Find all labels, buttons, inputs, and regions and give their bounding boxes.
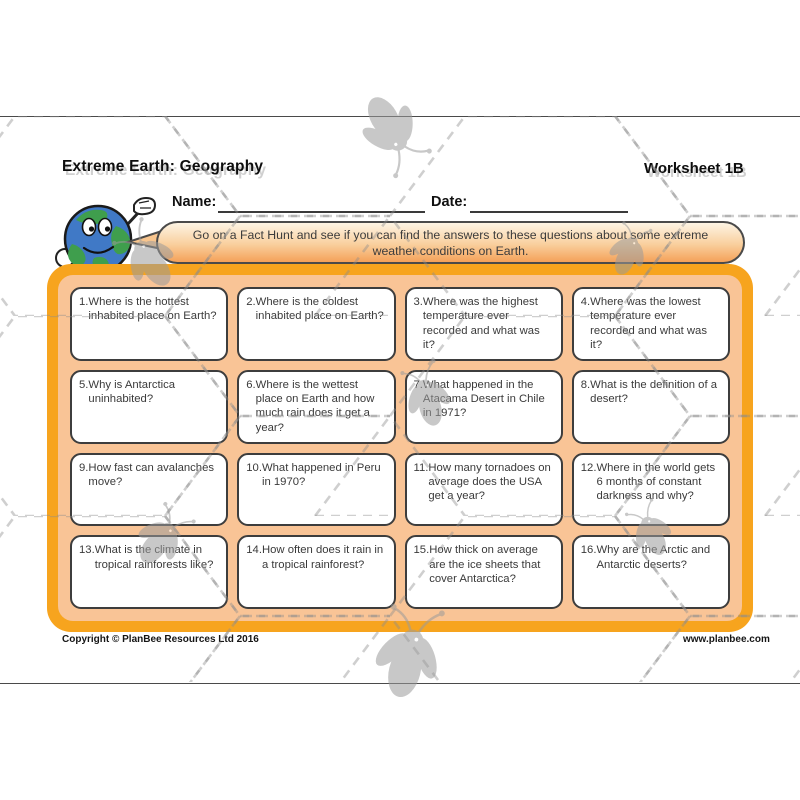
question-number: 9. xyxy=(79,461,89,474)
question-number: 13. xyxy=(79,544,95,557)
question-card-13: 13.What is the climate in tropical rainf… xyxy=(70,535,229,609)
question-text: Where was the lowest temperature ever re… xyxy=(590,296,707,352)
question-card-5: 5.Why is Antarctica uninhabited? xyxy=(70,369,229,444)
question-text: What happened in Peru in 1970? xyxy=(261,461,381,488)
question-text: Where was the highest temperature ever r… xyxy=(422,296,540,352)
question-text: What happened in the Atacama Desert in C… xyxy=(422,378,545,420)
speech-bubble: Go on a Fact Hunt and see if you can fin… xyxy=(156,221,745,264)
question-board: 1.Where is the hottest inhabited place o… xyxy=(47,264,753,632)
question-text: Why is Antarctica uninhabited? xyxy=(88,378,176,406)
question-number: 15. xyxy=(413,544,430,557)
question-text: Where is the hottest inhabited place on … xyxy=(88,296,217,323)
question-card-4: 4.Where was the lowest temperature ever … xyxy=(571,287,730,361)
question-card-9: 9.How fast can avalanches move? xyxy=(70,452,229,527)
worksheet-number-label: Worksheet 1B xyxy=(644,160,744,177)
question-text: How many tornadoes on average does the U… xyxy=(428,461,551,503)
question-text: Why are the Arctic and Antarctic deserts… xyxy=(596,544,711,571)
speech-bubble-text: Go on a Fact Hunt and see if you can fin… xyxy=(192,227,709,258)
question-card-14: 14.How often does it rain in a tropical … xyxy=(237,535,396,609)
question-number: 4. xyxy=(580,296,591,308)
question-card-2: 2.Where is the coldest inhabited place o… xyxy=(237,287,396,361)
question-number: 12. xyxy=(580,461,597,474)
copyright-text: Copyright © PlanBee Resources Ltd 2016 xyxy=(62,634,259,645)
question-card-15: 15.How thick on average are the ice shee… xyxy=(404,535,563,609)
question-text: What is the definition of a desert? xyxy=(590,378,718,406)
question-card-6: 6.Where is the wettest place on Earth an… xyxy=(237,369,396,444)
question-text: Where is the wettest place on Earth and … xyxy=(255,378,375,434)
question-number: 8. xyxy=(580,378,591,391)
question-number: 7. xyxy=(413,378,423,391)
question-text: How thick on average are the ice sheets … xyxy=(429,544,541,585)
question-number: 1. xyxy=(79,296,89,308)
question-number: 14. xyxy=(246,544,262,557)
question-card-11: 11.How many tornadoes on average does th… xyxy=(404,452,563,527)
question-card-1: 1.Where is the hottest inhabited place o… xyxy=(70,287,229,361)
name-label: Name: xyxy=(172,194,217,210)
question-text: Where in the world gets 6 months of cons… xyxy=(596,461,716,503)
question-card-7: 7.What happened in the Atacama Desert in… xyxy=(404,369,563,444)
question-text: Where is the coldest inhabited place on … xyxy=(255,296,384,323)
question-number: 16. xyxy=(580,544,597,557)
question-card-12: 12.Where in the world gets 6 months of c… xyxy=(571,452,730,527)
question-number: 2. xyxy=(246,296,256,308)
question-number: 3. xyxy=(413,296,423,308)
question-card-16: 16.Why are the Arctic and Antarctic dese… xyxy=(571,535,730,609)
question-card-10: 10.What happened in Peru in 1970? xyxy=(237,452,396,527)
question-number: 10. xyxy=(246,461,262,474)
question-text: How often does it rain in a tropical rai… xyxy=(261,544,384,571)
date-label: Date: xyxy=(431,194,468,210)
question-card-3: 3.Where was the highest temperature ever… xyxy=(404,287,563,361)
website-url: www.planbee.com xyxy=(683,634,770,645)
question-number: 11. xyxy=(413,461,429,474)
name-write-line xyxy=(218,210,425,213)
question-number: 5. xyxy=(79,378,89,391)
question-text: How fast can avalanches move? xyxy=(88,461,215,488)
question-number: 6. xyxy=(246,378,256,391)
question-grid: 1.Where is the hottest inhabited place o… xyxy=(58,275,742,621)
question-text: What is the climate in tropical rainfore… xyxy=(94,544,214,571)
page-title: Extreme Earth: Geography xyxy=(62,158,264,175)
date-write-line xyxy=(470,210,628,213)
question-card-8: 8.What is the definition of a desert? xyxy=(571,369,730,444)
